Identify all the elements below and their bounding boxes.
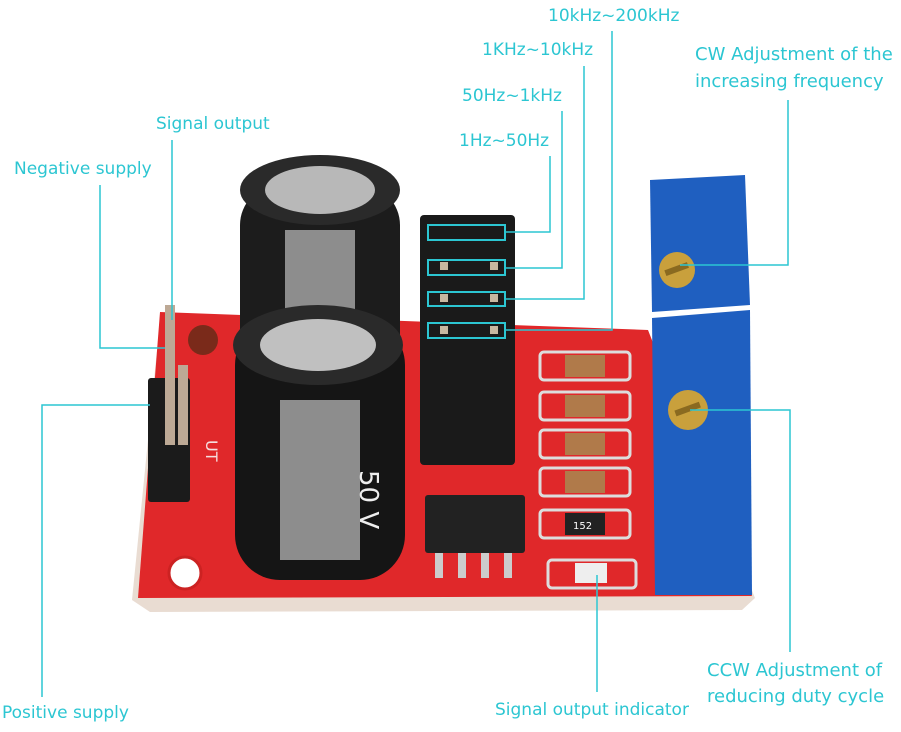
label-signal-output: Signal output bbox=[156, 114, 270, 134]
label-negative-supply: Negative supply bbox=[14, 159, 152, 179]
mounting-hole bbox=[167, 555, 203, 591]
ne555-chip bbox=[425, 495, 525, 553]
header-pin bbox=[165, 305, 175, 445]
label-range-1hz-50hz: 1Hz~50Hz bbox=[459, 131, 550, 151]
label-range-1khz-10khz: 1KHz~10kHz bbox=[482, 40, 594, 60]
pin-silkscreen: UT bbox=[202, 440, 221, 462]
label-ccw-line2: reducing duty cycle bbox=[707, 686, 885, 707]
smd-capacitors: 152 bbox=[538, 350, 638, 590]
mounting-hole bbox=[188, 325, 218, 355]
jumper-block bbox=[420, 215, 515, 465]
label-range-10khz-200khz: 10kHz~200kHz bbox=[548, 6, 680, 26]
label-range-50hz-1khz: 50Hz~1kHz bbox=[462, 86, 562, 106]
label-ccw-line1: CCW Adjustment of bbox=[707, 660, 883, 681]
header-pin bbox=[178, 365, 188, 445]
label-cw-line1: CW Adjustment of the bbox=[695, 44, 893, 65]
label-positive-supply: Positive supply bbox=[2, 703, 129, 723]
label-signal-output-indicator: Signal output indicator bbox=[495, 700, 689, 720]
capacitor-bottom: 50 V bbox=[233, 305, 405, 580]
svg-text:50 V: 50 V bbox=[353, 470, 383, 529]
led bbox=[575, 563, 607, 583]
potentiometer-frequency bbox=[650, 175, 750, 312]
label-cw-line2: increasing frequency bbox=[695, 71, 884, 92]
resistor-code: 152 bbox=[573, 521, 592, 532]
annotation-lines bbox=[41, 31, 791, 697]
potentiometer-duty-cycle bbox=[652, 310, 752, 595]
